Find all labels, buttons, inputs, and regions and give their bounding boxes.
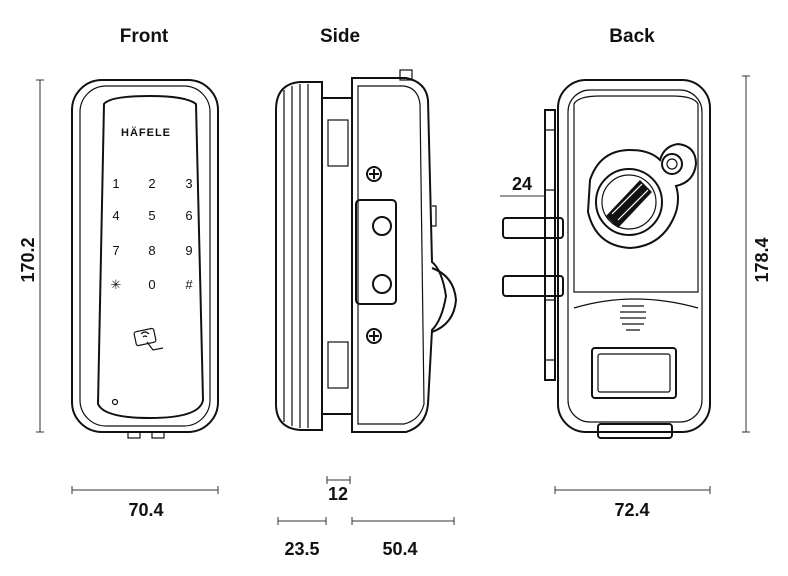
key-hash[interactable]: # <box>185 277 193 292</box>
side-latch-bracket <box>355 199 397 305</box>
back-view <box>502 79 711 439</box>
back-inner-shell <box>567 89 703 423</box>
side-knob <box>431 267 458 333</box>
dim-side-right: 50.4 <box>382 539 417 559</box>
dim-line-side-thickness <box>326 476 351 484</box>
key-6[interactable]: 6 <box>185 208 192 223</box>
dim-front-height: 170.2 <box>18 237 38 282</box>
back-bolt-upper <box>502 217 564 239</box>
front-glass-panel <box>96 94 205 420</box>
screw-icon <box>366 166 382 182</box>
back-bolt-lower <box>502 275 564 297</box>
key-5[interactable]: 5 <box>148 208 155 223</box>
side-view-title: Side <box>320 26 360 47</box>
front-bezel <box>79 85 211 427</box>
dim-line-front-height <box>36 79 44 433</box>
side-bracket-hole <box>372 274 392 294</box>
front-bottom-tab <box>127 431 141 439</box>
key-9[interactable]: 9 <box>185 243 192 258</box>
back-bottom-tab <box>597 423 673 439</box>
side-spacer-slot <box>327 341 349 389</box>
dim-front-width: 70.4 <box>128 500 163 520</box>
key-3[interactable]: 3 <box>185 176 192 191</box>
key-0[interactable]: 0 <box>148 277 155 292</box>
front-outer-shell <box>71 79 219 433</box>
side-back-inner <box>357 85 425 425</box>
side-top-tab <box>399 69 413 81</box>
dim-line-back-height <box>742 75 750 433</box>
key-star[interactable]: ✳ <box>111 277 122 292</box>
key-8[interactable]: 8 <box>148 243 155 258</box>
back-battery-window <box>597 353 671 393</box>
speaker-grill-icon <box>620 305 646 331</box>
key-7[interactable]: 7 <box>112 243 119 258</box>
back-outer-shell <box>557 79 711 433</box>
brand-logo: HÄFELE <box>121 126 171 139</box>
side-back-body <box>351 77 448 433</box>
back-mount-plate-steps <box>545 129 555 361</box>
side-bracket-hole <box>372 216 392 236</box>
back-view-title: Back <box>609 26 655 47</box>
dim-line-side-left <box>277 517 327 525</box>
back-mount-plate <box>544 109 556 381</box>
rfid-card-icon <box>133 327 164 351</box>
dim-line-back-width <box>554 486 711 494</box>
back-battery-cover <box>591 347 677 399</box>
dimensions: 170.2 70.4 12 23.5 50.4 24 178.4 72.4 <box>18 75 772 559</box>
led-indicator-icon <box>111 398 119 406</box>
keypad: 1 2 3 4 5 6 7 8 9 ✳ 0 # <box>111 176 194 292</box>
dim-line-side-right <box>351 517 455 525</box>
dim-side-thickness: 12 <box>328 484 348 504</box>
screw-icon <box>366 328 382 344</box>
side-detail <box>432 205 437 227</box>
dim-back-width: 72.4 <box>614 500 649 520</box>
side-spacer-slot <box>327 119 349 167</box>
side-front-ribs <box>283 84 309 428</box>
dim-bolt-spacing: 24 <box>512 174 532 194</box>
thumb-turn-icon <box>586 142 698 250</box>
front-bottom-tab <box>151 431 165 439</box>
side-front-body <box>275 81 323 431</box>
front-view-title: Front <box>120 26 169 47</box>
dim-side-left: 23.5 <box>284 539 319 559</box>
dim-line-front-width <box>71 486 219 494</box>
front-view: HÄFELE 1 2 3 4 5 6 7 8 9 ✳ 0 # <box>71 79 219 439</box>
key-2[interactable]: 2 <box>148 176 155 191</box>
back-lower-curve <box>573 298 699 309</box>
dim-back-height: 178.4 <box>752 237 772 282</box>
side-view <box>275 69 458 433</box>
key-1[interactable]: 1 <box>112 176 119 191</box>
back-upper-panel <box>573 95 699 293</box>
key-4[interactable]: 4 <box>112 208 119 223</box>
